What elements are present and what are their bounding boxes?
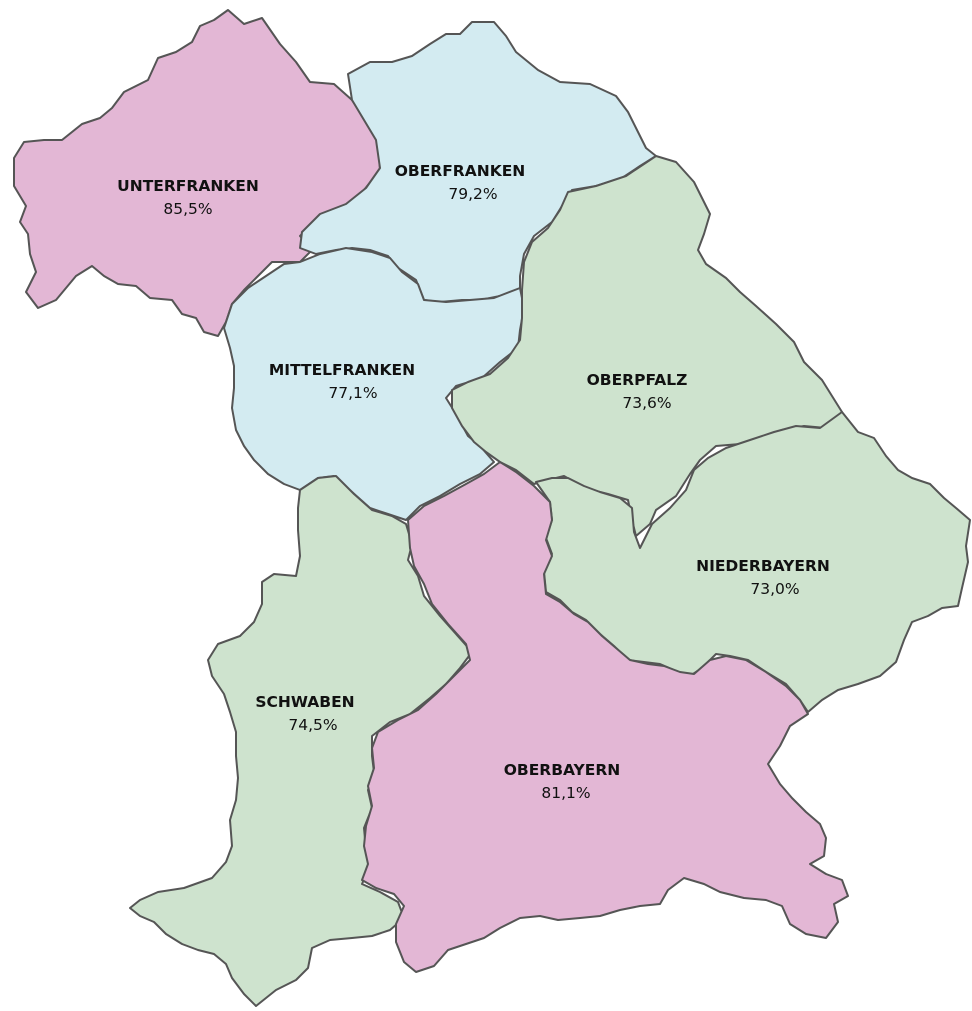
label-schwaben-value: 74,5%: [288, 716, 337, 734]
region-niederbayern[interactable]: [535, 411, 971, 713]
label-unterfranken-value: 85,5%: [163, 200, 212, 218]
label-oberbayern-value: 81,1%: [541, 784, 590, 802]
label-oberbayern-name: OBERBAYERN: [504, 761, 621, 779]
label-niederbayern-name: NIEDERBAYERN: [696, 557, 830, 575]
region-oberbayern[interactable]: [361, 461, 849, 973]
label-oberpfalz-value: 73,6%: [622, 394, 671, 412]
label-mittelfranken-name: MITTELFRANKEN: [269, 361, 415, 379]
label-mittelfranken-value: 77,1%: [328, 384, 377, 402]
label-niederbayern-value: 73,0%: [750, 580, 799, 598]
label-oberfranken-name: OBERFRANKEN: [395, 162, 526, 180]
label-unterfranken-name: UNTERFRANKEN: [117, 177, 259, 195]
region-mittelfranken[interactable]: [223, 247, 525, 521]
label-oberpfalz-name: OBERPFALZ: [587, 371, 688, 389]
region-labels: UNTERFRANKEN 85,5% OBERFRANKEN 79,2% MIT…: [117, 162, 830, 802]
label-oberfranken-value: 79,2%: [448, 185, 497, 203]
region-oberfranken[interactable]: [299, 21, 657, 303]
label-schwaben-name: SCHWABEN: [255, 693, 354, 711]
